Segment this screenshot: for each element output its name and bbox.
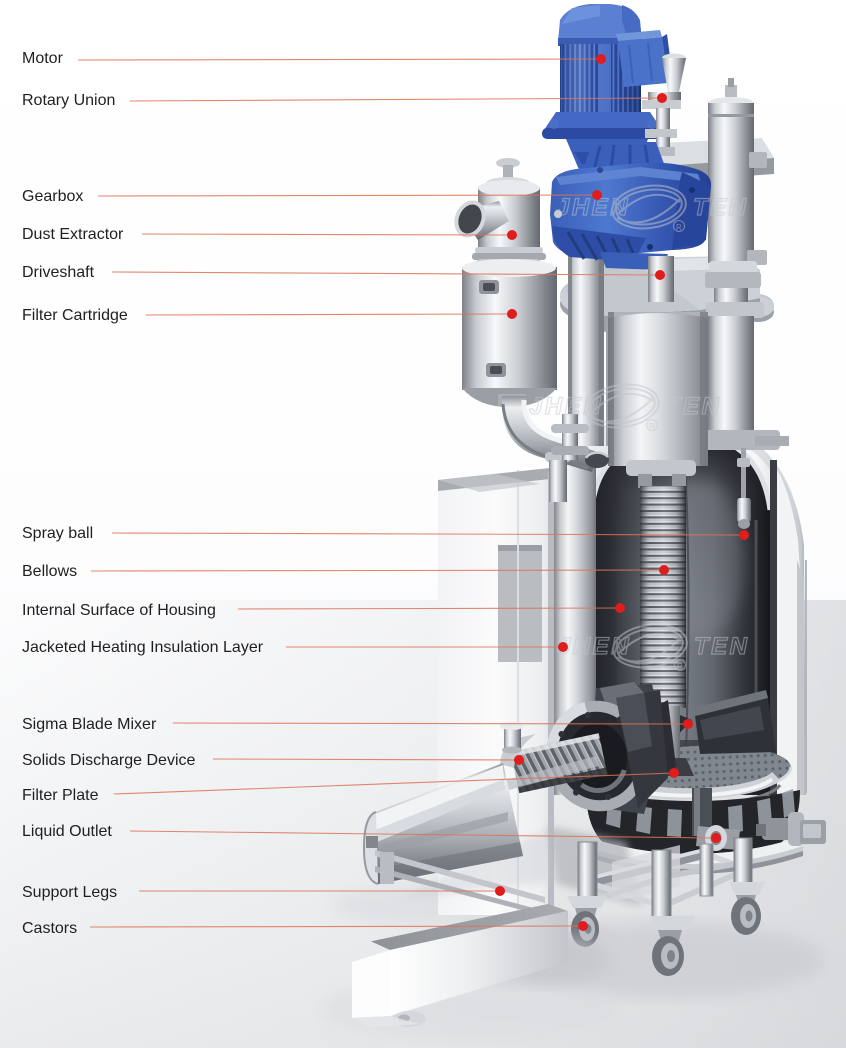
svg-text:Jacketed Heating Insulation La: Jacketed Heating Insulation Layer <box>22 639 264 656</box>
svg-text:Dust Extractor: Dust Extractor <box>22 226 124 243</box>
svg-text:Driveshaft: Driveshaft <box>22 264 95 281</box>
svg-text:Filter Cartridge: Filter Cartridge <box>22 307 128 324</box>
svg-text:Liquid Outlet: Liquid Outlet <box>22 823 112 840</box>
svg-text:Sigma Blade Mixer: Sigma Blade Mixer <box>22 716 157 733</box>
svg-text:Solids Discharge Device: Solids Discharge Device <box>22 752 196 769</box>
svg-text:Support Legs: Support Legs <box>22 884 117 901</box>
svg-text:Bellows: Bellows <box>22 563 77 580</box>
svg-text:Motor: Motor <box>22 50 64 67</box>
svg-text:Filter Plate: Filter Plate <box>22 787 99 804</box>
svg-text:Spray ball: Spray ball <box>22 525 93 542</box>
svg-text:Gearbox: Gearbox <box>22 188 83 205</box>
svg-text:Rotary Union: Rotary Union <box>22 92 115 109</box>
svg-text:Castors: Castors <box>22 920 77 937</box>
svg-text:Internal Surface of Housing: Internal Surface of Housing <box>22 602 216 619</box>
